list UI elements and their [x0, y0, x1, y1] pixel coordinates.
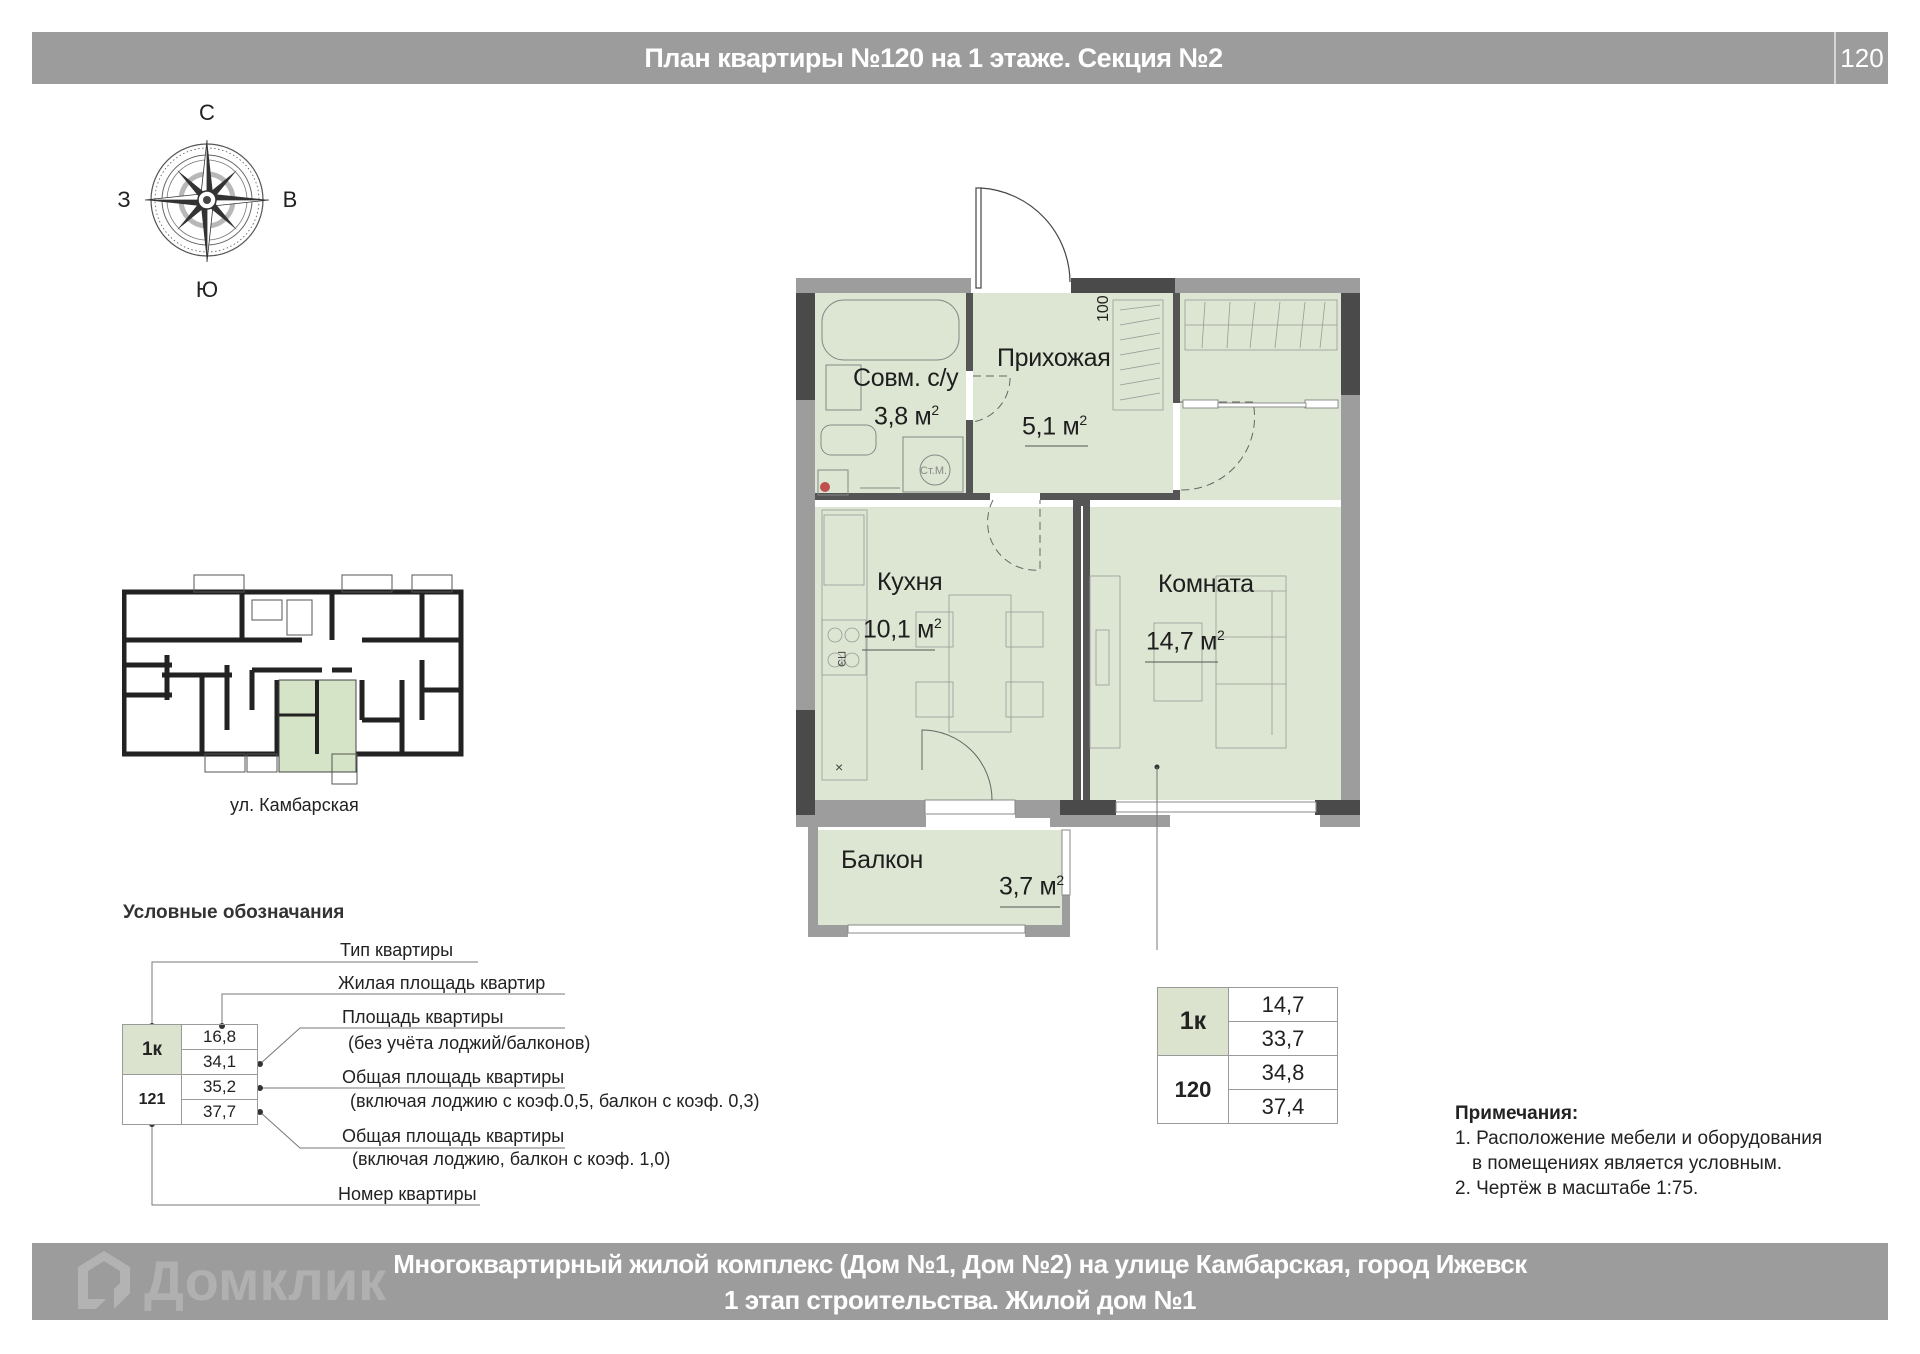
legend-sample-table: 1к 16,8 34,1 121 35,2 37,7 — [122, 1024, 258, 1125]
legend-label-type: Тип квартиры — [340, 940, 454, 960]
total-area-full-value: 37,4 — [1228, 1089, 1338, 1124]
legend-sample-total-full: 37,7 — [181, 1099, 258, 1125]
legend-sample-type: 1к — [122, 1024, 182, 1075]
notes-title: Примечания: — [1455, 1103, 1579, 1124]
compass-west-label: З — [117, 187, 131, 212]
legend-label-total-full-2: (включая лоджию, балкон с коэф. 1,0) — [352, 1149, 671, 1169]
room-name-living-room: Комната — [1158, 570, 1254, 598]
legend-label-number: Номер квартиры — [338, 1184, 477, 1204]
room-area-living-room: 14,7 м2 — [1146, 627, 1225, 656]
footer-bar: Домклик Многоквартирный жилой комплекс (… — [32, 1243, 1888, 1320]
legend-sample-living: 16,8 — [181, 1024, 258, 1050]
apartment-number: 120 — [1157, 1055, 1229, 1124]
room-area-kitchen: 10,1 м2 — [863, 615, 942, 644]
compass: С Ю З В — [117, 100, 298, 305]
total-area-coef-value: 34,8 — [1228, 1055, 1338, 1090]
svg-text:Ст.М.: Ст.М. — [920, 465, 947, 477]
svg-text:ПЭ: ПЭ — [835, 651, 847, 667]
compass-north-label: С — [199, 100, 215, 125]
page-title: План квартиры №120 на 1 этаже. Секция №2 — [644, 43, 1223, 73]
compass-south-label: Ю — [195, 277, 219, 302]
footer-line-2: 1 этап строительства. Жилой дом №1 — [724, 1285, 1196, 1315]
compass-rose-icon — [144, 139, 270, 263]
area-without-balcony-value: 33,7 — [1228, 1021, 1338, 1056]
header-bar: План квартиры №120 на 1 этаже. Секция №2… — [32, 32, 1888, 84]
room-area-hallway: 5,1 м2 — [1022, 412, 1087, 441]
key-plan: ул. Камбарская — [121, 570, 467, 815]
living-area-value: 14,7 — [1228, 987, 1338, 1022]
legend-sample-area: 34,1 — [181, 1049, 258, 1075]
legend-label-living: Жилая площадь квартир — [338, 973, 546, 993]
footer-line-1: Многоквартирный жилой комплекс (Дом №1, … — [393, 1249, 1527, 1279]
page-number: 120 — [1834, 32, 1888, 84]
legend-label-area-2: (без учёта лоджий/балконов) — [348, 1033, 591, 1053]
notes: Примечания: 1. Расположение мебели и обо… — [1455, 1101, 1822, 1201]
room-name-hallway: Прихожая — [997, 344, 1111, 372]
legend-title: Условные обозначания — [123, 902, 345, 923]
svg-text:100: 100 — [1095, 295, 1112, 322]
room-area-bathroom: 3,8 м2 — [874, 402, 939, 431]
note-item: 2. Чертёж в масштабе 1:75. — [1455, 1178, 1699, 1199]
svg-text:×: × — [835, 759, 843, 775]
note-item: в помещениях является условным. — [1472, 1153, 1783, 1174]
apartment-type: 1к — [1157, 987, 1229, 1056]
note-item: 1. Расположение мебели и оборудования — [1455, 1128, 1823, 1149]
domclick-logo-icon — [78, 1251, 130, 1309]
legend-label-total-coef-2: (включая лоджию с коэф.0,5, балкон с коэ… — [350, 1091, 760, 1111]
room-name-kitchen: Кухня — [877, 568, 943, 596]
watermark-text: Домклик — [144, 1248, 387, 1312]
domclick-watermark: Домклик — [76, 1247, 386, 1313]
compass-east-label: В — [282, 187, 298, 212]
legend-sample-number: 121 — [122, 1074, 182, 1125]
building-key-plan-icon — [121, 574, 464, 785]
floor-plan: Ст.М. — [790, 180, 1380, 987]
room-name-bathroom: Совм. с/у — [853, 364, 959, 392]
room-name-balcony: Балкон — [841, 846, 924, 874]
street-label: ул. Камбарская — [230, 795, 359, 815]
floor-plan-drawing: Ст.М. — [796, 187, 1360, 987]
apartment-info-table: 1к 14,7 33,7 120 34,8 37,4 — [1157, 987, 1338, 1124]
legend-label-total-full-1: Общая площадь квартиры — [342, 1126, 565, 1146]
room-area-balcony: 3,7 м2 — [999, 872, 1064, 901]
legend-sample-total-coef: 35,2 — [181, 1074, 258, 1100]
legend-label-total-coef-1: Общая площадь квартиры — [342, 1067, 565, 1087]
legend-label-area-1: Площадь квартиры — [342, 1007, 504, 1027]
